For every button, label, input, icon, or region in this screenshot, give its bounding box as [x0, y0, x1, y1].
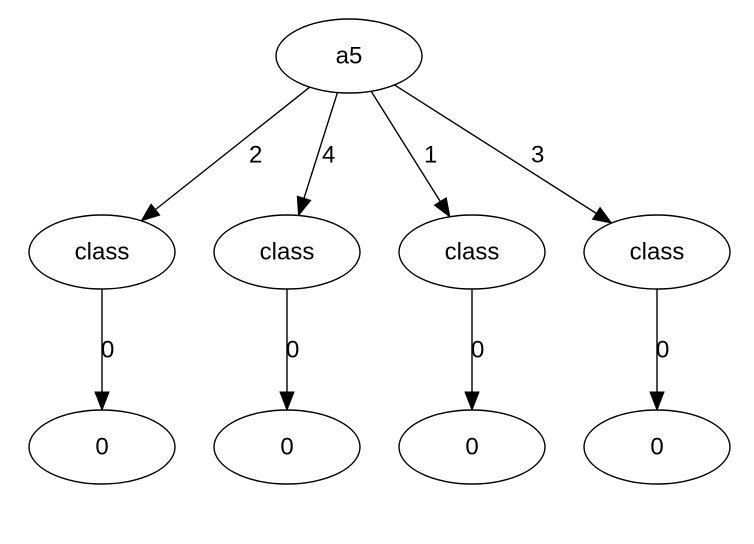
edge-label: 0	[286, 337, 299, 364]
edge-label: 3	[531, 142, 544, 169]
edge-label: 2	[249, 142, 262, 169]
node-label: 0	[280, 434, 293, 461]
node-c4: class	[583, 214, 731, 290]
node-label: class	[75, 239, 130, 266]
arrowhead-icon	[591, 206, 613, 224]
edge-root-c2: 4	[296, 92, 339, 217]
arrowhead-icon	[433, 196, 451, 218]
edge-label: 1	[424, 142, 437, 169]
edge-line	[154, 86, 311, 211]
edge-root-c3: 1	[370, 90, 451, 218]
edge-line	[394, 84, 597, 214]
edge-label: 0	[656, 337, 669, 364]
node-label: 0	[465, 434, 478, 461]
node-ellipse	[28, 214, 176, 290]
edge-label: 0	[101, 337, 114, 364]
node-label: class	[260, 239, 315, 266]
edge-root-c1: 2	[140, 86, 311, 222]
node-l1: 0	[28, 409, 176, 485]
node-label: 0	[95, 434, 108, 461]
node-label: 0	[650, 434, 663, 461]
node-root: a5	[275, 18, 423, 94]
arrowhead-icon	[94, 391, 110, 412]
node-ellipse	[275, 18, 423, 94]
edge-c3-l3: 0	[464, 289, 484, 412]
edge-root-c4: 3	[394, 84, 613, 224]
arrowhead-icon	[140, 203, 161, 222]
edge-line	[370, 90, 441, 202]
edge-label: 0	[471, 337, 484, 364]
node-c2: class	[213, 214, 361, 290]
node-ellipse	[583, 214, 731, 290]
node-l4: 0	[583, 409, 731, 485]
node-ellipse	[583, 409, 731, 485]
node-l3: 0	[398, 409, 546, 485]
node-ellipse	[398, 409, 546, 485]
arrowhead-icon	[464, 391, 480, 412]
node-l2: 0	[213, 409, 361, 485]
node-c3: class	[398, 214, 546, 290]
node-ellipse	[28, 409, 176, 485]
node-label: class	[630, 239, 685, 266]
edge-c2-l2: 0	[279, 289, 299, 412]
edge-c4-l4: 0	[649, 289, 669, 412]
nodes-layer: a5 class class class class 0 0 0 0	[28, 18, 731, 485]
node-ellipse	[398, 214, 546, 290]
edges-layer: 2 4 1 3 0 0 0 0	[94, 84, 669, 412]
edge-c1-l1: 0	[94, 289, 114, 412]
node-ellipse	[213, 214, 361, 290]
edge-label: 4	[322, 142, 335, 169]
node-label: a5	[336, 43, 363, 70]
node-label: class	[445, 239, 500, 266]
arrowhead-icon	[649, 391, 665, 412]
edge-line	[303, 92, 339, 199]
arrowhead-icon	[279, 391, 295, 412]
node-c1: class	[28, 214, 176, 290]
node-ellipse	[213, 409, 361, 485]
arrowhead-icon	[296, 195, 312, 217]
